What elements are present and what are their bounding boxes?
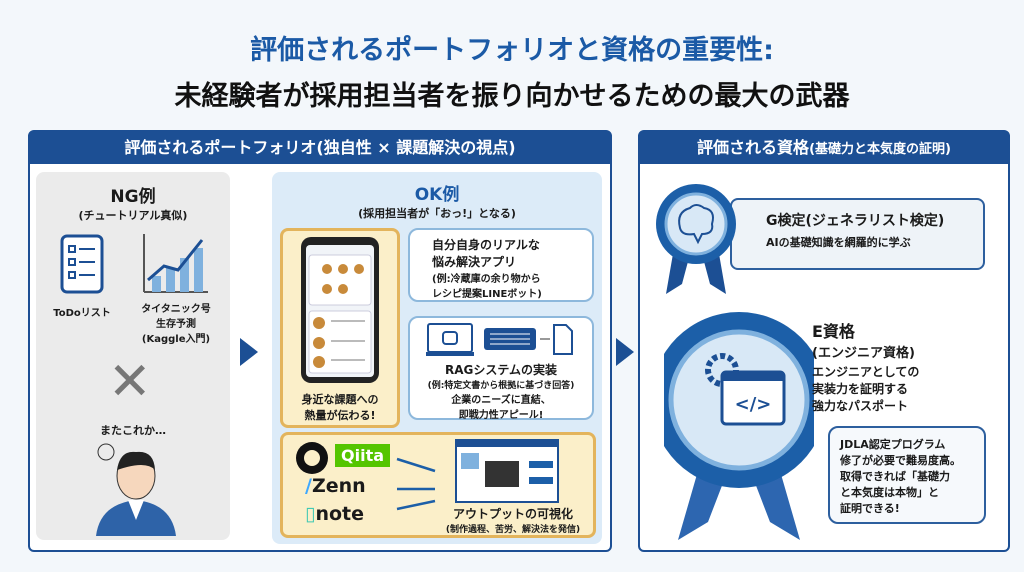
cross-icon: ✕ bbox=[108, 352, 152, 412]
rag-line1: 企業のニーズに直結、 bbox=[451, 395, 551, 406]
note-logo: ▯note bbox=[305, 503, 365, 525]
ok-title: OK例 bbox=[414, 185, 460, 205]
app-line4: レシピ提案LINEボット) bbox=[432, 289, 542, 300]
arrow-to-certs-icon bbox=[616, 338, 634, 366]
g-cert-title: G検定(ジェネラリスト検定) bbox=[766, 213, 945, 229]
zenn-label: Zenn bbox=[311, 475, 366, 497]
webpage-mockup-icon bbox=[455, 439, 559, 503]
e-cert-note-2: 修了が必要で難易度高。 bbox=[840, 454, 961, 467]
bar-chart-icon bbox=[143, 234, 208, 293]
arrows-icon bbox=[396, 457, 436, 511]
e-cert-line3: 強力なパスポート bbox=[812, 399, 909, 413]
titanic-label-3: (Kaggle入門) bbox=[141, 334, 211, 345]
phone-caption-1: 身近な課題への bbox=[301, 393, 379, 406]
e-cert-subtitle: (エンジニア資格) bbox=[812, 346, 915, 361]
output-title: アウトプットの可視化 bbox=[452, 507, 573, 521]
e-cert-line1: エンジニアとしての bbox=[812, 365, 920, 379]
ng-caption: またこれか… bbox=[100, 424, 166, 437]
e-cert-note-1: JDLA認定プログラム bbox=[840, 438, 946, 451]
note-label: note bbox=[315, 503, 365, 525]
e-cert-note-5: 証明できる! bbox=[840, 502, 900, 515]
rag-title: RAGシステムの実装 bbox=[444, 363, 558, 377]
e-cert-title: E資格 bbox=[812, 322, 855, 341]
todo-label: ToDoリスト bbox=[53, 308, 111, 319]
ng-subtitle: (チュートリアル真似) bbox=[78, 209, 188, 222]
g-cert-desc: AIの基礎知識を網羅的に学ぶ bbox=[766, 236, 911, 249]
output-subtitle: (制作過程、苦労、解決法を発信) bbox=[445, 525, 581, 535]
arrow-ng-to-ok-icon bbox=[240, 338, 258, 366]
g-cert-badge-brain-icon bbox=[656, 184, 736, 294]
e-cert-line2: 実装力を証明する bbox=[812, 382, 909, 396]
zenn-logo: /Zenn bbox=[305, 475, 366, 497]
smartphone-icon bbox=[301, 237, 379, 383]
titanic-label-1: タイタニック号 bbox=[141, 304, 211, 315]
rag-line2: 即戦力性アピール! bbox=[458, 410, 544, 421]
app-line2: 悩み解決アプリ bbox=[432, 255, 517, 269]
output-card: Qiita /Zenn ▯note アウトプットの可視化 (制作過程、苦労、解決… bbox=[280, 432, 596, 538]
phone-app-card: 身近な課題への 熱量が伝わる! bbox=[280, 228, 400, 428]
ok-subtitle: (採用担当者が「おっ!」となる) bbox=[358, 207, 516, 220]
certs-header-title: 評価される資格 bbox=[697, 138, 810, 157]
e-cert-note-bubble: JDLA認定プログラム 修了が必要で難易度高。 取得できれば「基礎力 と本気度は… bbox=[828, 426, 986, 524]
qiita-logo: Qiita bbox=[335, 444, 391, 467]
ng-example: NG例 (チュートリアル真似) ToDoリスト タイタニック号 生存予測 (Ka… bbox=[36, 172, 230, 540]
portfolio-header: 評価されるポートフォリオ(独自性 × 課題解決の視点) bbox=[30, 132, 610, 164]
rag-example-bubble: RAGシステムの実装 (例:特定文書から根拠に基づき回答) 企業のニーズに直結、… bbox=[408, 316, 594, 421]
e-cert-note-3: 取得できれば「基礎力 bbox=[840, 470, 950, 483]
e-cert-note-4: と本気度は本物」と bbox=[840, 486, 939, 499]
titanic-label-2: 生存予測 bbox=[156, 319, 196, 330]
ng-title: NG例 bbox=[110, 187, 156, 207]
certs-header-sub: (基礎力と本気度の証明) bbox=[809, 142, 951, 157]
svg-text:</>: </> bbox=[735, 394, 772, 415]
certs-header: 評価される資格(基礎力と本気度の証明) bbox=[640, 132, 1008, 164]
rag-example: (例:特定文書から根拠に基づき回答) bbox=[427, 381, 575, 391]
title-line1: 評価されるポートフォリオと資格の重要性: bbox=[250, 35, 774, 66]
app-line3: (例:冷蔵庫の余り物から bbox=[432, 274, 541, 285]
confused-person-icon bbox=[96, 443, 176, 536]
app-line1: 自分自身のリアルな bbox=[432, 238, 540, 252]
rag-diagram-icon bbox=[426, 323, 573, 356]
phone-caption-2: 熱量が伝わる! bbox=[304, 409, 376, 422]
github-icon bbox=[296, 442, 328, 474]
todo-list-icon bbox=[60, 234, 104, 294]
title-line2: 未経験者が採用担当者を振り向かせるための最大の武器 bbox=[174, 81, 850, 112]
g-cert-card: G検定(ジェネラリスト検定) AIの基礎知識を網羅的に学ぶ bbox=[730, 198, 985, 270]
app-example-bubble: 自分自身のリアルな 悩み解決アプリ (例:冷蔵庫の余り物から レシピ提案LINE… bbox=[408, 228, 594, 302]
e-cert-badge-code-icon: </> bbox=[664, 312, 814, 540]
